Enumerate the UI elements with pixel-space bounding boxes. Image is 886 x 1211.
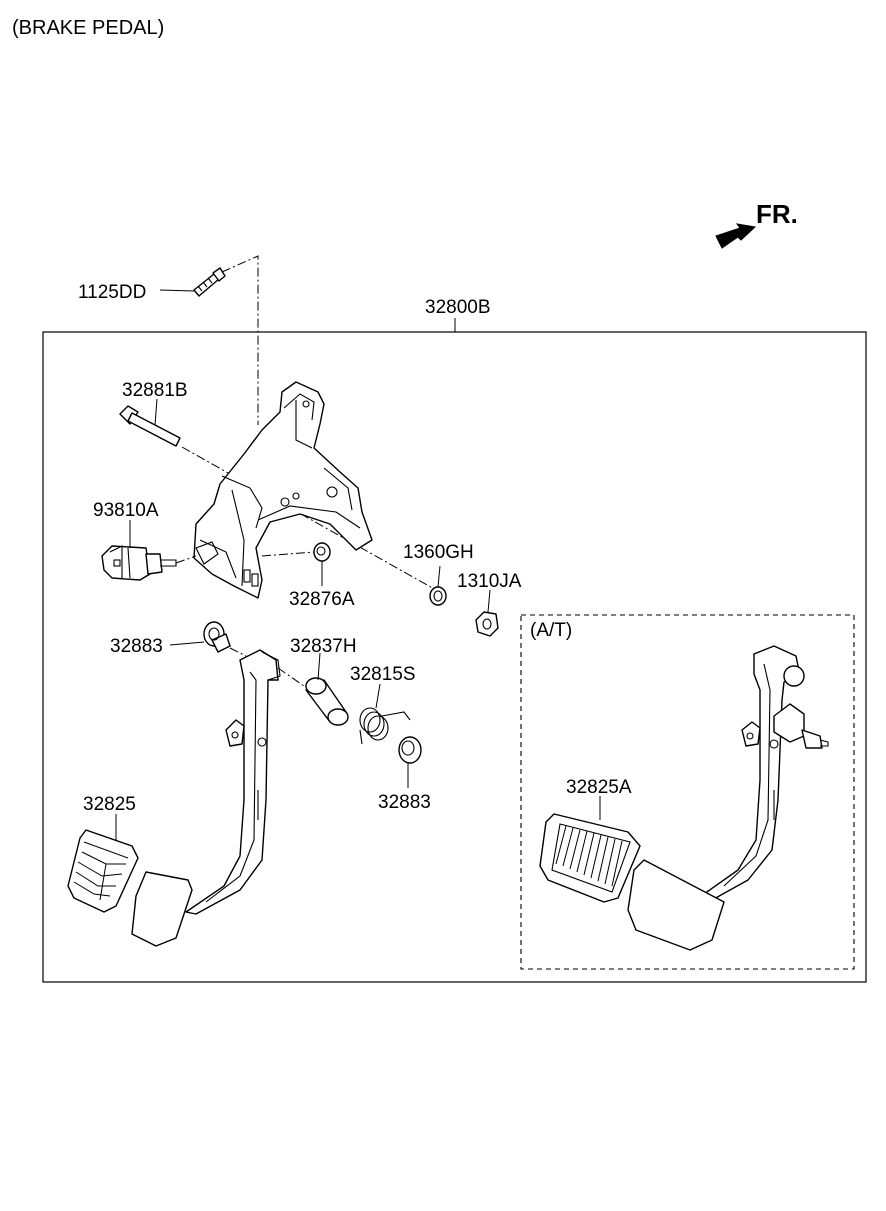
at-pedal-pad-32825A xyxy=(539,813,641,903)
part-label-32815S: 32815S xyxy=(350,664,416,685)
bolt-32881B xyxy=(119,405,181,447)
bushing-32837H xyxy=(305,677,349,726)
centerline-32837H xyxy=(277,667,305,687)
leader-1125DD xyxy=(159,289,195,292)
pedal-pad-32825 xyxy=(67,829,139,913)
leader-32881B xyxy=(154,398,158,426)
bushing-32883-left xyxy=(203,621,231,653)
direction-label: FR. xyxy=(756,199,798,229)
part-label-32876A: 32876A xyxy=(289,589,355,610)
brake-pedal-arm xyxy=(131,649,281,947)
stop-lamp-switch-93810A xyxy=(101,545,177,581)
part-label-32883-right: 32883 xyxy=(378,792,431,813)
at-pad-ribs xyxy=(555,825,623,887)
leader-32883-left xyxy=(169,641,205,646)
centerline-93810A xyxy=(175,555,197,564)
pedal-bracket xyxy=(193,381,373,599)
leader-32815S xyxy=(375,683,381,709)
washer-1360GH xyxy=(429,586,447,606)
centerline-32876A xyxy=(261,551,315,557)
leader-1360GH xyxy=(437,565,441,588)
arrow-forward-icon xyxy=(715,223,757,249)
diagram-title: (BRAKE PEDAL) xyxy=(12,17,164,39)
stopper-32876A xyxy=(313,542,331,562)
part-label-1310JA: 1310JA xyxy=(457,571,522,592)
at-inset-frame xyxy=(520,614,855,970)
part-label-32881B: 32881B xyxy=(122,380,188,401)
nut-1310JA xyxy=(475,611,499,637)
return-spring-32815S xyxy=(359,707,411,745)
part-label-32800B: 32800B xyxy=(425,297,491,318)
part-label-32883-left: 32883 xyxy=(110,636,163,657)
leader-32837H xyxy=(317,652,321,681)
part-label-32837H: 32837H xyxy=(290,636,357,657)
part-label-93810A: 93810A xyxy=(93,500,159,521)
at-brake-pedal-arm xyxy=(627,645,829,951)
leader-1310JA xyxy=(487,589,491,613)
centerline-1125DD xyxy=(221,255,259,425)
bolt-1125DD xyxy=(193,267,226,297)
part-label-32825: 32825 xyxy=(83,794,136,815)
part-label-1125DD: 1125DD xyxy=(78,282,146,303)
at-inset-label: (A/T) xyxy=(530,620,572,641)
part-label-1360GH: 1360GH xyxy=(403,542,474,563)
centerline-32883-left xyxy=(229,647,247,657)
centerline-32881B xyxy=(181,446,437,591)
bushing-32883-right xyxy=(398,736,422,764)
part-label-32825A: 32825A xyxy=(566,777,632,798)
